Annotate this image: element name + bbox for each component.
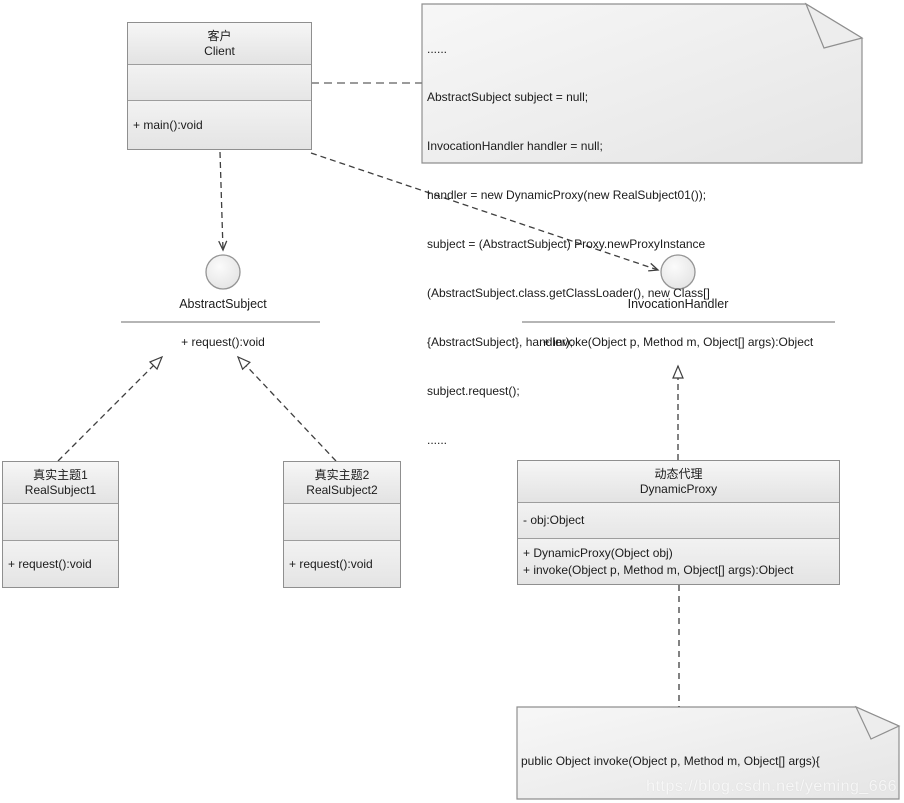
code-line: InvocationHandler handler = null; <box>427 139 603 154</box>
code-line: subject.request(); <box>427 383 520 398</box>
class-dynamicproxy-attributes: - obj:Object <box>518 503 839 539</box>
invocationhandler-separator <box>522 321 835 323</box>
class-realsubject1-methods: + request():void <box>3 541 118 587</box>
abstractsubject-interface-label: AbstractSubject <box>179 297 267 311</box>
abstractsubject-separator <box>121 321 320 323</box>
class-client-title: 客户 Client <box>128 23 311 65</box>
class-realsubject1: 真实主题1 RealSubject1 + request():void <box>2 461 119 588</box>
invocationhandler-interface-circle-icon <box>660 254 696 290</box>
class-realsubject1-name-cn: 真实主题1 <box>33 467 88 482</box>
invocationhandler-interface-label: InvocationHandler <box>627 297 729 311</box>
class-realsubject1-attributes <box>3 504 118 541</box>
watermark-text: https://blog.csdn.net/yeming_666 <box>646 778 897 795</box>
realization-realsubject1-to-abstractsubject <box>57 355 164 462</box>
method-label: + invoke(Object p, Method m, Object[] ar… <box>523 562 794 577</box>
class-client: 客户 Client + main():void <box>127 22 312 150</box>
class-realsubject2-attributes <box>284 504 400 541</box>
class-realsubject2-name-en: RealSubject2 <box>306 482 378 497</box>
class-dynamicproxy-name-en: DynamicProxy <box>639 481 718 496</box>
class-dynamicproxy: 动态代理 DynamicProxy - obj:Object + Dynamic… <box>517 460 840 585</box>
client-code-note-shape <box>421 3 863 164</box>
code-line: ...... <box>427 41 448 56</box>
class-client-methods: + main():void <box>128 101 311 149</box>
class-realsubject2-name-cn: 真实主题2 <box>314 467 370 482</box>
code-line: handler = new DynamicProxy(new RealSubje… <box>427 188 707 203</box>
code-line: ...... <box>427 432 448 447</box>
method-label: + request():void <box>8 556 92 571</box>
class-realsubject1-title: 真实主题1 RealSubject1 <box>3 462 118 504</box>
code-line: {AbstractSubject}, handler); <box>427 334 574 349</box>
class-realsubject1-name-en: RealSubject1 <box>24 482 97 497</box>
class-realsubject2-title: 真实主题2 RealSubject2 <box>284 462 400 504</box>
abstractsubject-interface-circle-icon <box>205 254 241 290</box>
abstractsubject-method-label: + request():void <box>181 335 265 349</box>
method-label: + main():void <box>133 117 203 132</box>
class-dynamicproxy-title: 动态代理 DynamicProxy <box>518 461 839 503</box>
code-line: AbstractSubject subject = null; <box>427 90 589 105</box>
class-client-name-en: Client <box>204 43 235 58</box>
attribute-label: - obj:Object <box>523 513 585 527</box>
note-fold-corner-icon <box>804 2 864 49</box>
code-line: public Object invoke(Object p, Method m,… <box>521 754 820 768</box>
class-client-attributes <box>128 65 311 101</box>
invoke-code-note-text: public Object invoke(Object p, Method m,… <box>521 720 820 803</box>
invoke-code-note-shape <box>516 706 900 800</box>
method-label: + DynamicProxy(Object obj) <box>523 545 673 560</box>
dependency-client-to-abstractsubject <box>218 151 228 252</box>
class-client-name-cn: 客户 <box>207 28 232 43</box>
method-label: + request():void <box>289 556 373 571</box>
class-realsubject2: 真实主题2 RealSubject2 + request():void <box>283 461 401 588</box>
client-code-note-text: ...... AbstractSubject subject = null; I… <box>427 8 710 481</box>
class-dynamicproxy-name-cn: 动态代理 <box>654 466 703 481</box>
code-line: (AbstractSubject.class.getClassLoader(),… <box>427 286 710 301</box>
invocationhandler-method-label: + invoke(Object p, Method m, Object[] ar… <box>542 335 814 349</box>
dependency-client-to-invocationhandler <box>310 152 660 272</box>
class-realsubject2-methods: + request():void <box>284 541 400 587</box>
code-line: subject = (AbstractSubject) Proxy.newPro… <box>427 237 706 252</box>
realization-realsubject2-to-abstractsubject <box>236 355 337 462</box>
note-fold-corner-icon <box>854 705 901 740</box>
class-dynamicproxy-methods: + DynamicProxy(Object obj) + invoke(Obje… <box>518 539 839 584</box>
